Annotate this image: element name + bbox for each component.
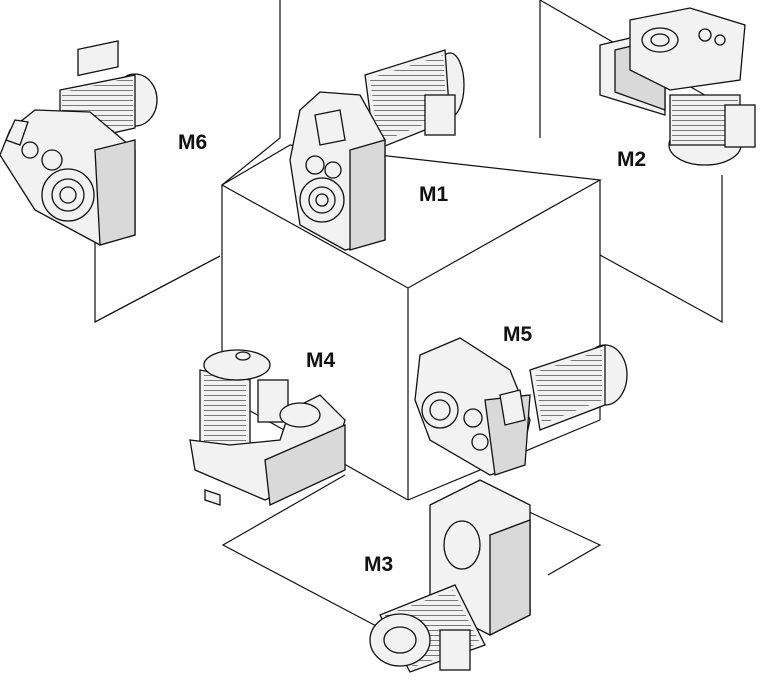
label-m2: M2	[617, 148, 646, 171]
gearmotor-m2-icon	[599, 7, 756, 166]
label-m1: M1	[419, 183, 448, 206]
label-m4: M4	[306, 349, 335, 372]
gearmotor-m6-icon	[0, 40, 158, 246]
label-m3: M3	[364, 553, 393, 576]
label-m5: M5	[503, 323, 532, 346]
label-m6: M6	[178, 131, 207, 154]
gearmotor-m5-icon	[414, 337, 628, 476]
gearmotor-m4-icon	[189, 349, 346, 506]
gearmotor-m1-icon	[289, 49, 465, 251]
gearmotor-m3-icon	[369, 479, 531, 673]
